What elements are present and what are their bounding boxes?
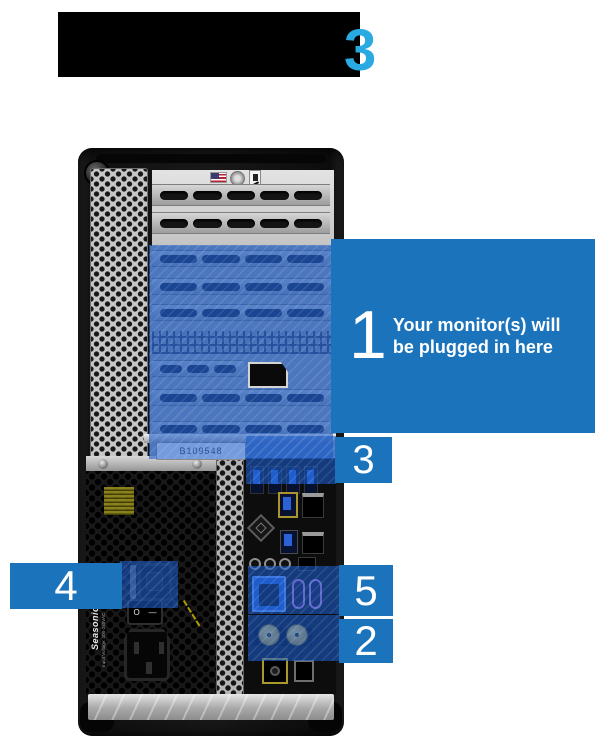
callout-5-label: 5 (339, 565, 393, 616)
screw-icon (98, 458, 108, 469)
lan-port-highlight (248, 566, 340, 614)
rear-io-top-panel (152, 170, 334, 250)
usb-ports-highlight (246, 436, 336, 484)
chassis-top-edge (96, 154, 326, 163)
asrock-logo-icon (246, 513, 276, 543)
expansion-slot-cover (152, 212, 330, 234)
ethernet-port (302, 493, 324, 518)
callout-1-monitor: 1 Your monitor(s) will be plugged in her… (331, 239, 595, 433)
usb-bios-flashback-port (278, 492, 298, 518)
displayport-icon (248, 362, 288, 388)
power-button-highlight (120, 561, 178, 608)
expansion-slot-cover (152, 184, 330, 206)
rocker-on-symbol: — (148, 607, 157, 617)
title-banner (58, 12, 360, 77)
callout-2-label: 2 (339, 619, 393, 663)
spdif-port (262, 658, 288, 684)
center-vent-strip (216, 458, 244, 694)
gpu-highlight-overlay (149, 245, 333, 459)
ethernet-port (302, 532, 324, 554)
callout-3-label: 3 (335, 437, 392, 483)
ac-power-inlet (124, 629, 170, 681)
step-number: 3 (344, 18, 377, 83)
callout-4-label: 4 (10, 563, 122, 609)
usb-port (280, 530, 298, 554)
io-port (294, 660, 314, 682)
screw-icon (192, 458, 202, 469)
chassis-base-rail (88, 694, 334, 720)
rocker-off-symbol: O (133, 607, 140, 617)
callout-1-text: Your monitor(s) will be plugged in here (392, 314, 561, 358)
psu-warning-label (104, 487, 134, 515)
antenna-highlight (248, 615, 340, 661)
side-vent-panel (90, 168, 148, 460)
us-flag-icon (210, 172, 227, 183)
callout-1-number: 1 (349, 297, 387, 374)
